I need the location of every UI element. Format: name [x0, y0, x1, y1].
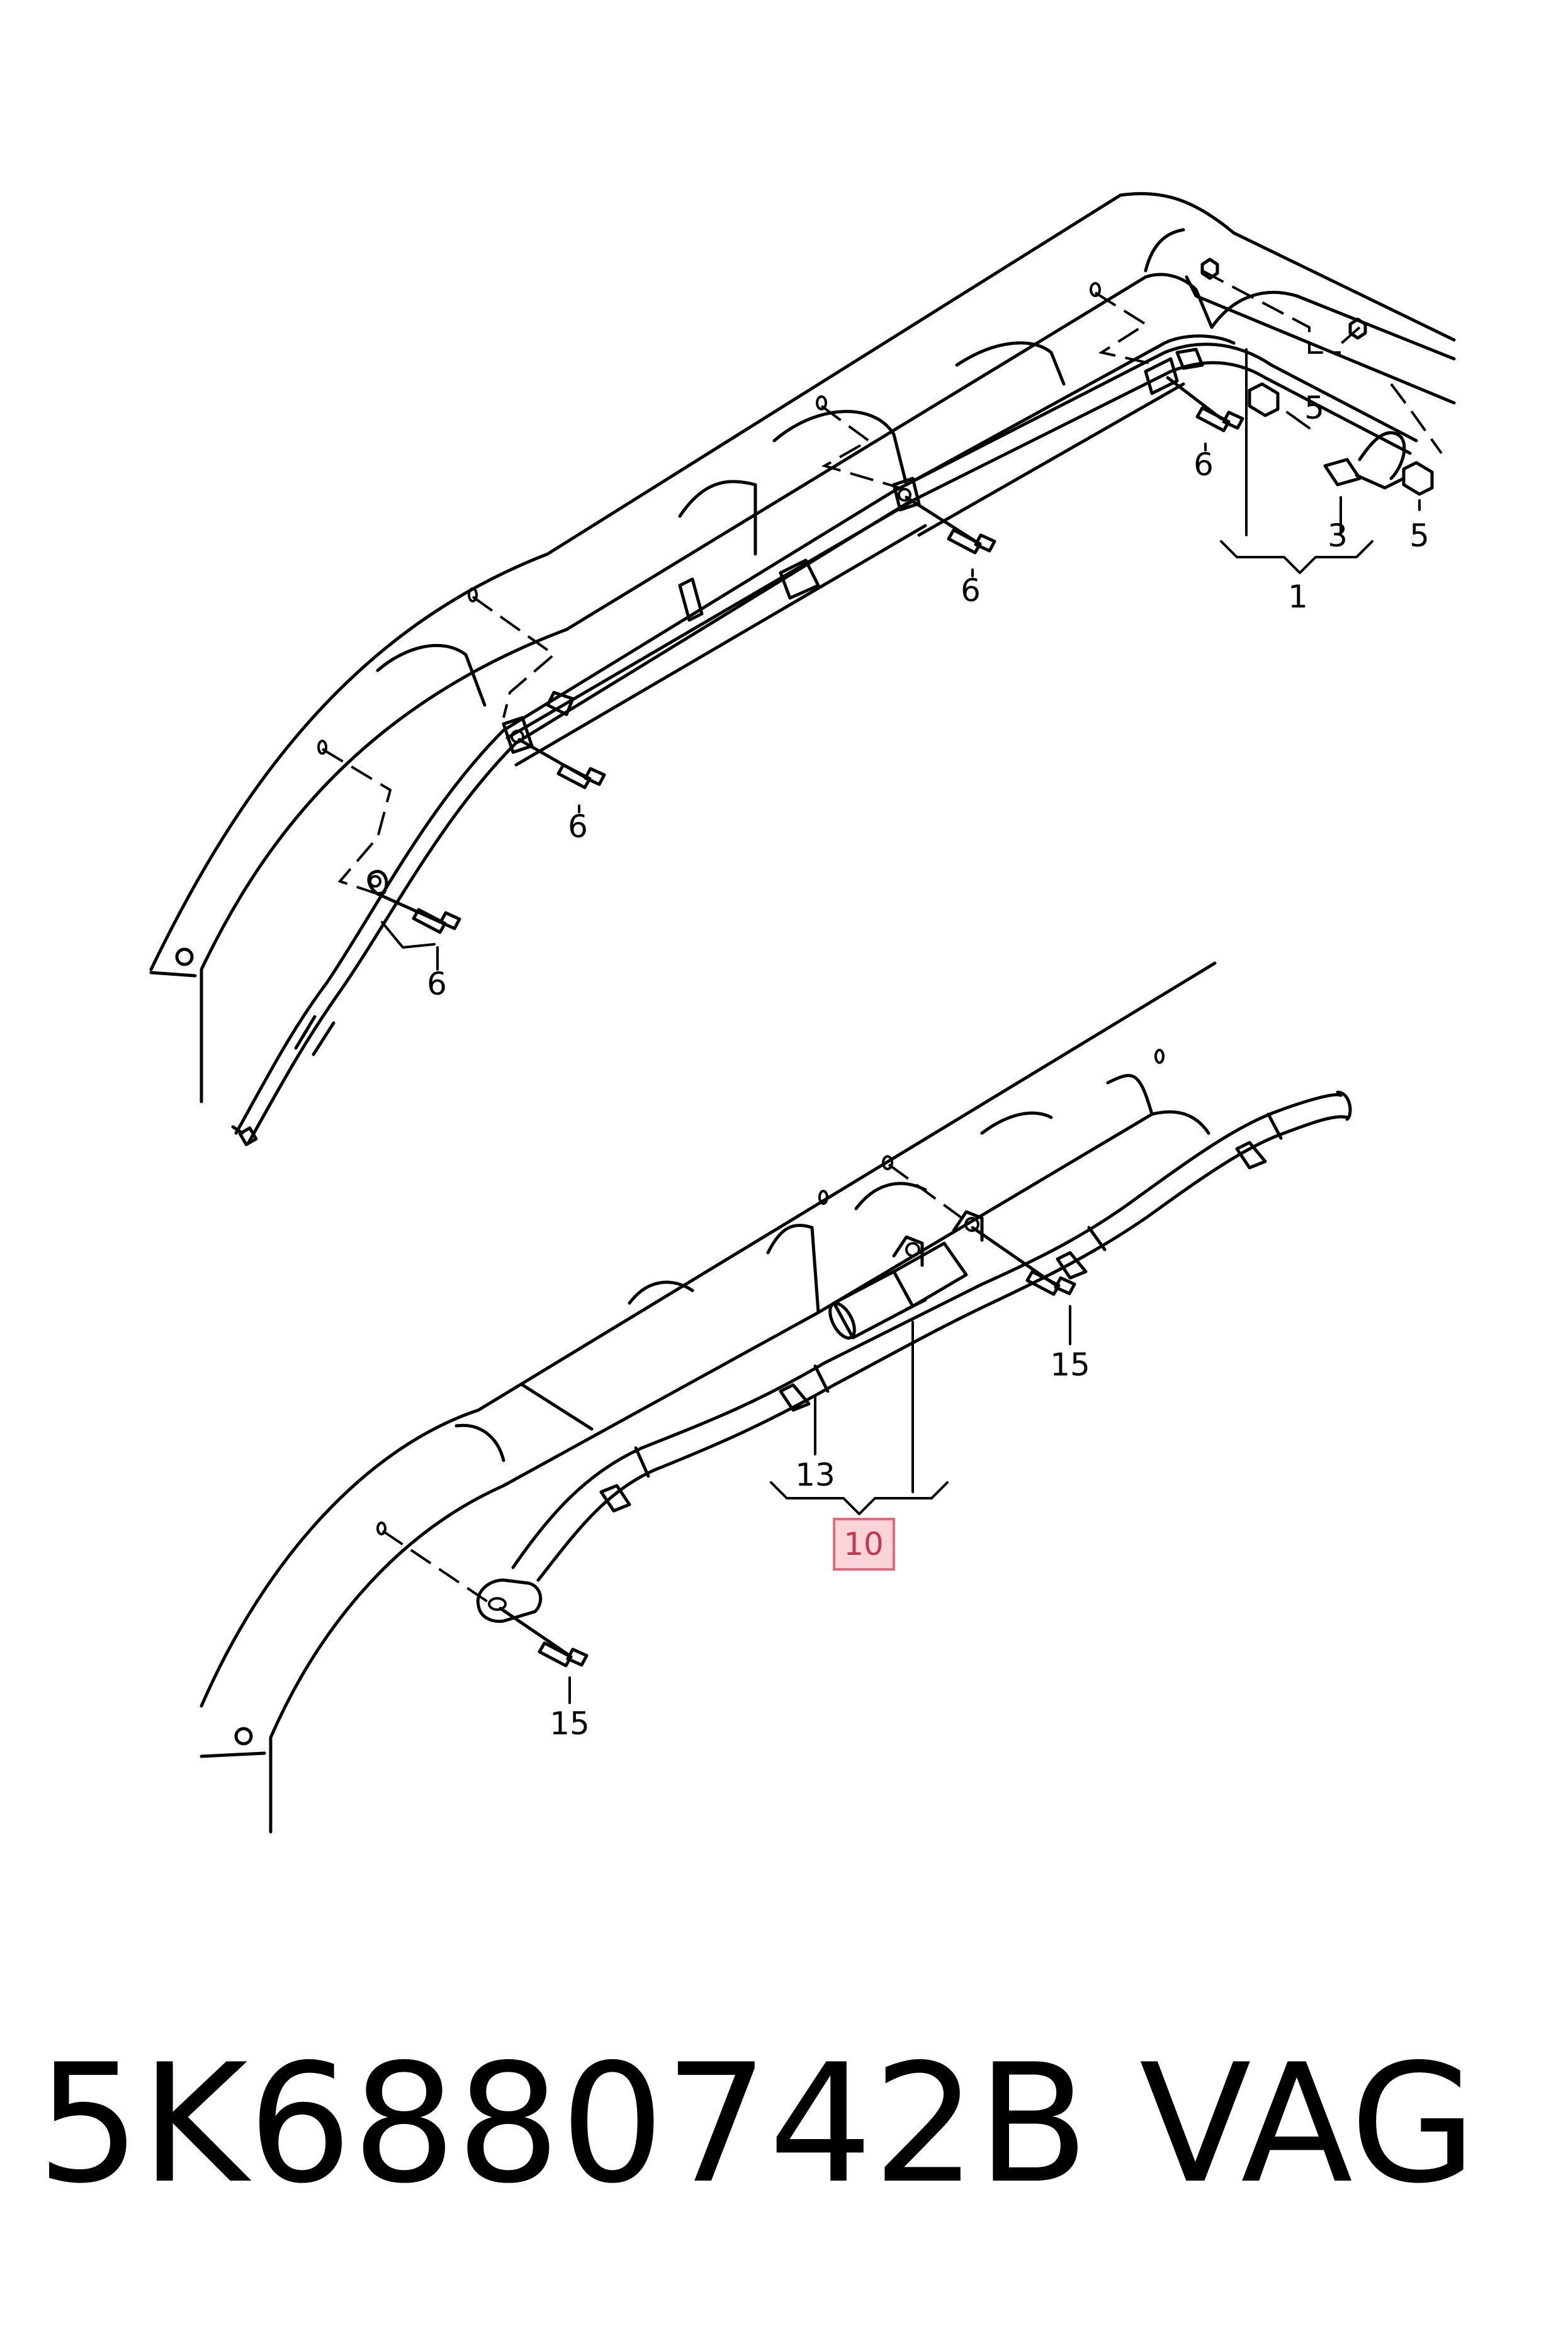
upper-nut	[1200, 257, 1367, 340]
callout-6-upper-2: 6	[568, 808, 588, 845]
callout-5-b: 5	[1409, 517, 1430, 554]
upper-callout-labels: 6 6 6 6 5 3 5 1	[427, 390, 1430, 1002]
caption: 5K6880742B VAG	[0, 2018, 1568, 2232]
callout-3: 3	[1328, 517, 1348, 554]
lower-airbag-hose	[511, 1090, 1352, 1582]
lower-inflator	[828, 1210, 984, 1340]
upper-airbag-strip	[231, 334, 1418, 1146]
upper-dash-lines	[321, 269, 1443, 895]
bolt-15-lower-2	[499, 1607, 589, 1668]
upper-roof-frame	[149, 192, 1456, 1104]
callout-1: 1	[1288, 579, 1308, 615]
lower-callout-labels: 15 15 13 10	[550, 1347, 1090, 1742]
upper-leaders	[381, 348, 1421, 971]
callout-5-a: 5	[1304, 390, 1324, 426]
bolt-6-upper-3	[905, 495, 996, 555]
lower-dash-lines	[381, 1163, 967, 1605]
callout-6-upper-1: 6	[427, 966, 447, 1002]
upper-brackets	[367, 347, 1204, 896]
upper-clip-5a	[1248, 382, 1280, 417]
part-number: 5K6880742B	[37, 2030, 1090, 2220]
lower-end-bracket	[476, 1578, 543, 1624]
bolt-6-upper-1	[376, 892, 461, 934]
bolt-6-upper-2	[517, 738, 606, 789]
bolt-15-lower-1	[971, 1226, 1076, 1296]
brand-name: VAG	[1139, 2030, 1477, 2220]
upper-clip-5b	[1402, 461, 1434, 496]
bolt-6-upper-4	[1166, 376, 1244, 432]
callout-15-b: 15	[550, 1705, 590, 1742]
callout-6-upper-4: 6	[1193, 446, 1214, 483]
callout-15-a: 15	[1050, 1347, 1090, 1383]
lower-roof-frame	[200, 961, 1217, 1834]
callout-6-upper-3: 6	[961, 572, 981, 609]
callout-10-highlight	[833, 1518, 895, 1571]
upper-connector-3	[1323, 431, 1406, 490]
callout-10: 10	[843, 1526, 884, 1562]
callout-13: 13	[795, 1457, 835, 1493]
lower-leaders	[568, 1305, 1071, 1704]
